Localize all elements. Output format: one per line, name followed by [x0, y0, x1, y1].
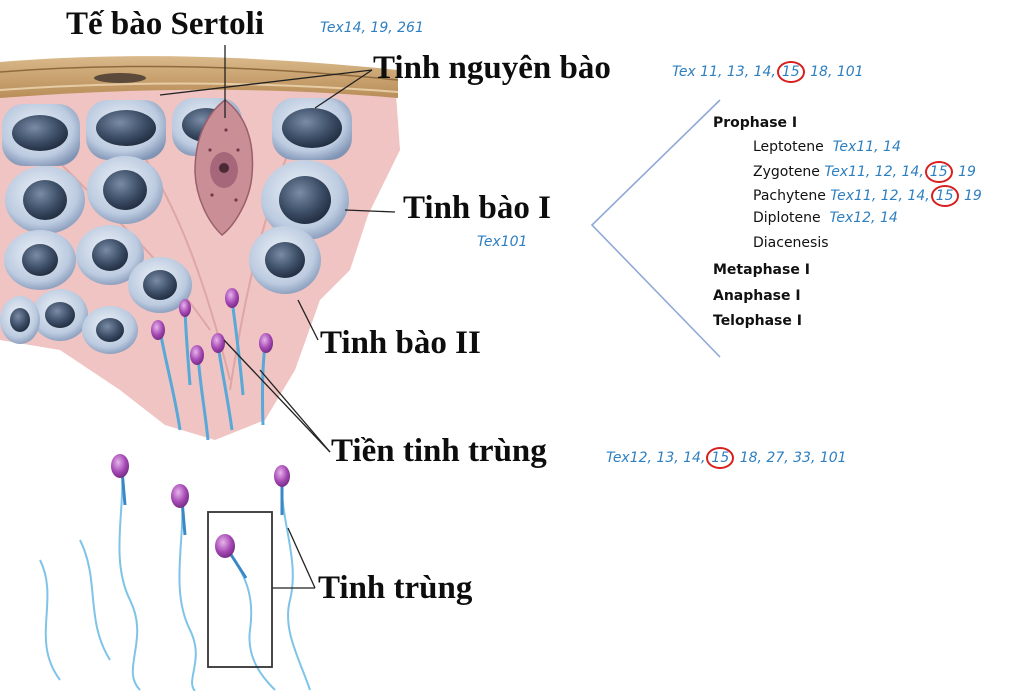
label-sertoli: Tế bào Sertoli: [66, 6, 264, 43]
stage-anaphase: Anaphase I: [713, 288, 801, 304]
label-spermatogonia: Tinh nguyên bào: [373, 50, 611, 87]
label-sperm: Tinh trùng: [318, 570, 472, 607]
stage-diacenesis: Diacenesis: [753, 235, 829, 251]
label-spermatocyte-1: Tinh bào I: [403, 190, 551, 227]
highlight-circle: 15: [925, 161, 953, 183]
stage-pachytene: Pachytene Tex11, 12, 14,15 19: [753, 185, 982, 207]
highlight-circle: 15: [777, 61, 805, 83]
stage-telophase: Telophase I: [713, 313, 802, 329]
tex-spermatocyte-1: Tex101: [477, 234, 527, 250]
stage-zygotene: Zygotene Tex11, 12, 14,15 19: [753, 161, 976, 183]
tex-sertoli: Tex14, 19, 261: [320, 20, 424, 36]
spermatozoa: [40, 454, 310, 691]
stage-leptotene: Leptotene Tex11, 14: [753, 139, 901, 155]
stage-prophase: Prophase I: [713, 115, 797, 131]
stage-metaphase: Metaphase I: [713, 262, 810, 278]
highlight-circle: 15: [706, 447, 734, 469]
stage-diplotene: Diplotene Tex12, 14: [753, 210, 898, 226]
highlight-circle: 15: [931, 185, 959, 207]
label-spermatocyte-2: Tinh bào II: [320, 325, 481, 362]
tex-spermatid: Tex12, 13, 14,15 18, 27, 33, 101: [606, 447, 847, 469]
bracket-connector: [592, 100, 720, 357]
label-spermatid: Tiền tinh trùng: [331, 433, 547, 470]
highlight-box: [208, 512, 272, 667]
tex-spermatogonia: Tex 11, 13, 14,15 18, 101: [672, 61, 864, 83]
